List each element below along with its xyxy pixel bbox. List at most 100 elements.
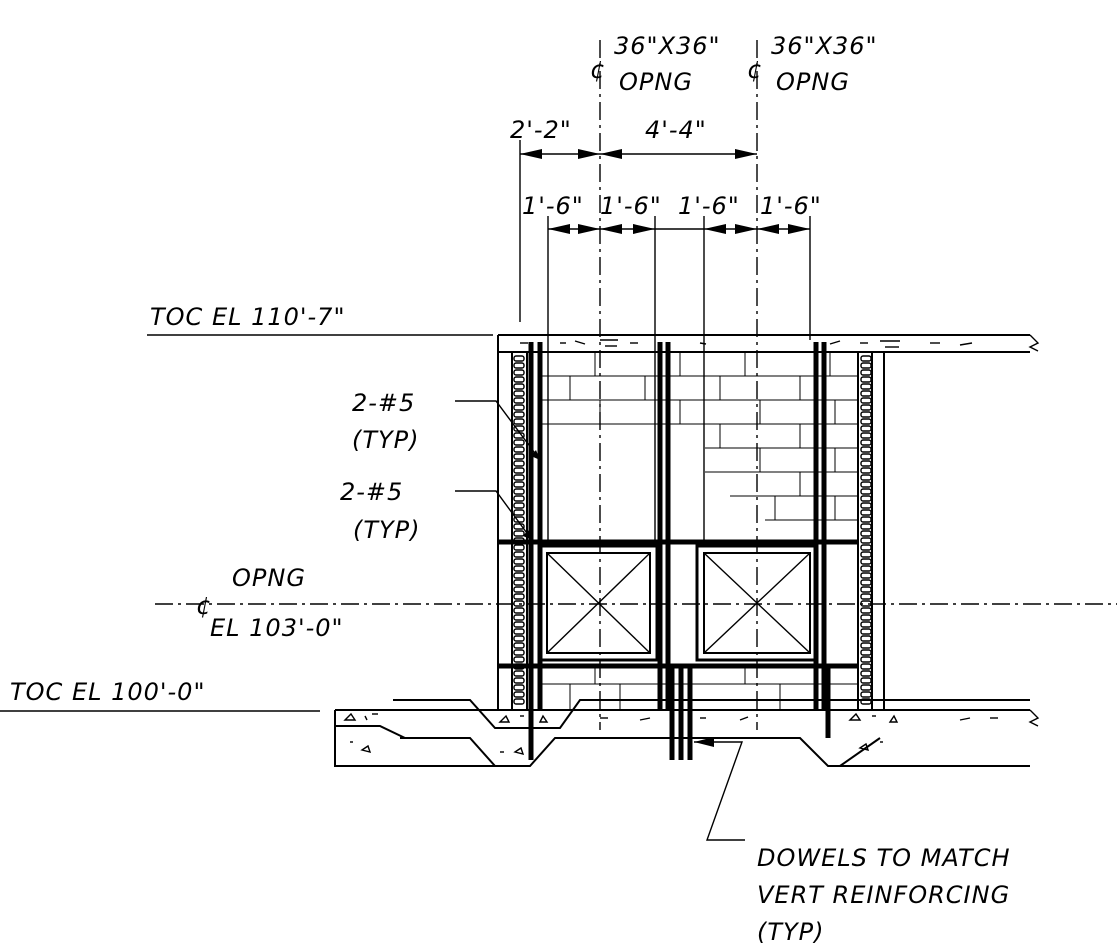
- insulation-cell: [860, 488, 872, 495]
- opening-label-top-left-opng: OPNG: [619, 68, 693, 96]
- insulation-cell: [860, 670, 872, 677]
- insulation-cell: [513, 495, 525, 502]
- insulation-cell: [860, 390, 872, 397]
- insulation-cell: [513, 390, 525, 397]
- insulation-cell: [513, 509, 525, 516]
- insulation-cell: [860, 593, 872, 600]
- insulation-cell: [860, 607, 872, 614]
- insulation-cell: [860, 586, 872, 593]
- insulation-cell: [513, 474, 525, 481]
- dowel-note-line-3: (TYP): [757, 918, 825, 946]
- insulation-cell: [860, 502, 872, 509]
- insulation-cell: [860, 677, 872, 684]
- insulation-cell: [513, 355, 525, 362]
- centerline-symbol-top-right: ¢: [747, 56, 763, 84]
- insulation-cell: [860, 425, 872, 432]
- insulation-cell: [513, 698, 525, 705]
- dimension-1-6-d: 1'-6": [760, 192, 822, 220]
- insulation-cell: [513, 628, 525, 635]
- insulation-cell: [860, 411, 872, 418]
- insulation-cell: [513, 593, 525, 600]
- left-wall-pier: [511, 352, 541, 710]
- insulation-cell: [860, 481, 872, 488]
- insulation-cell: [860, 621, 872, 628]
- bar-callout-2-qty: 2-#5: [340, 478, 403, 506]
- insulation-cell: [860, 404, 872, 411]
- insulation-cell: [513, 467, 525, 474]
- toc-elevation-top: TOC EL 110'-7": [150, 303, 345, 331]
- toc-elevation-bottom: TOC EL 100'-0": [10, 678, 205, 706]
- insulation-cell: [860, 355, 872, 362]
- horizontal-bond-beams: [498, 539, 858, 669]
- dimension-lines: [520, 149, 810, 234]
- insulation-cell: [860, 628, 872, 635]
- top-slab: [497, 334, 1040, 710]
- opening-label-top-right-size: 36"X36": [771, 32, 878, 60]
- insulation-cell: [513, 572, 525, 579]
- insulation-cell: [513, 404, 525, 411]
- insulation-cell: [513, 642, 525, 649]
- insulation-cell: [860, 663, 872, 670]
- insulation-cell: [860, 530, 872, 537]
- insulation-cell: [513, 362, 525, 369]
- insulation-cell: [860, 572, 872, 579]
- insulation-cell: [860, 642, 872, 649]
- concrete-stipple: [343, 712, 998, 755]
- insulation-cell: [513, 558, 525, 565]
- insulation-cell: [860, 635, 872, 642]
- insulation-cell: [860, 509, 872, 516]
- insulation-cell: [860, 565, 872, 572]
- insulation-cell: [860, 369, 872, 376]
- insulation-cell: [513, 544, 525, 551]
- extension-lines: [519, 140, 811, 546]
- insulation-cell: [513, 607, 525, 614]
- level-lines: [0, 334, 493, 712]
- insulation-cell: [513, 397, 525, 404]
- insulation-cell: [513, 502, 525, 509]
- centerline-symbol-opening: ¢: [196, 592, 212, 620]
- insulation-cell: [513, 488, 525, 495]
- insulation-cell: [513, 523, 525, 530]
- insulation-cell: [860, 649, 872, 656]
- right-wall-pier: [857, 352, 885, 710]
- centerline-symbol-top-left: ¢: [590, 56, 606, 84]
- insulation-cell: [513, 418, 525, 425]
- insulation-cell: [513, 453, 525, 460]
- insulation-cell: [513, 530, 525, 537]
- insulation-cell: [513, 684, 525, 691]
- insulation-cell: [860, 432, 872, 439]
- insulation-cell: [860, 383, 872, 390]
- opening-centerline-label: OPNG: [232, 564, 306, 592]
- insulation-cell: [860, 656, 872, 663]
- insulation-cell: [860, 397, 872, 404]
- dowel-note-line-2: VERT REINFORCING: [757, 881, 1010, 909]
- cmu-brick-pattern: [540, 352, 858, 710]
- insulation-cell: [513, 460, 525, 467]
- insulation-cell: [860, 376, 872, 383]
- insulation-cell: [860, 460, 872, 467]
- insulation-cell: [860, 551, 872, 558]
- opening-label-top-right-opng: OPNG: [776, 68, 850, 96]
- bar-callout-1-typ: (TYP): [352, 426, 420, 454]
- insulation-cell: [860, 439, 872, 446]
- bar-callout-1-qty: 2-#5: [352, 389, 415, 417]
- insulation-cell: [860, 516, 872, 523]
- insulation-cell: [513, 579, 525, 586]
- insulation-cell: [860, 453, 872, 460]
- insulation-cell: [860, 495, 872, 502]
- dimension-1-6-b: 1'-6": [600, 192, 662, 220]
- insulation-cell: [860, 474, 872, 481]
- insulation-cell: [513, 376, 525, 383]
- insulation-cell: [513, 670, 525, 677]
- insulation-cell: [513, 635, 525, 642]
- leaders: [455, 400, 745, 841]
- insulation-cell: [513, 565, 525, 572]
- insulation-cell: [513, 586, 525, 593]
- insulation-cell: [860, 544, 872, 551]
- insulation-cell: [860, 684, 872, 691]
- insulation-cell: [513, 446, 525, 453]
- insulation-cell: [513, 649, 525, 656]
- insulation-cell: [513, 614, 525, 621]
- dimension-4-4: 4'-4": [645, 116, 707, 144]
